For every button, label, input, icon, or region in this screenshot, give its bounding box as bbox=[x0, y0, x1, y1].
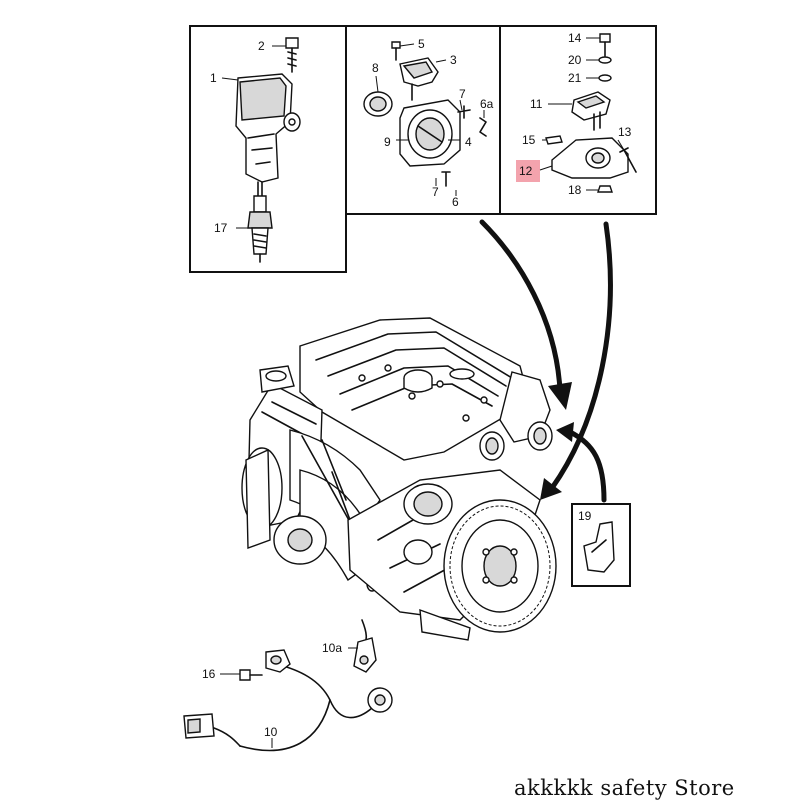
callout-12: 12 bbox=[519, 164, 533, 178]
callout-9: 9 bbox=[384, 135, 391, 149]
callout-3: 3 bbox=[450, 53, 457, 67]
callout-6a: 6a bbox=[480, 97, 494, 111]
dowel-pin bbox=[545, 135, 563, 145]
spark-plug bbox=[247, 195, 273, 263]
sensor-bolt bbox=[599, 33, 611, 57]
coil-bolt bbox=[285, 37, 299, 73]
callout-10: 10 bbox=[264, 725, 278, 739]
throttle-body bbox=[399, 99, 461, 167]
callout-10a: 10a bbox=[322, 641, 342, 655]
camshaft-sensor bbox=[571, 91, 611, 131]
throttle-bolt-lower bbox=[441, 171, 451, 187]
store-watermark: akkkkk safety Store bbox=[514, 776, 735, 800]
throttle-bolt-upper bbox=[457, 105, 471, 119]
callout-7b: 7 bbox=[432, 185, 439, 199]
idle-valve bbox=[363, 91, 393, 117]
callout-4: 4 bbox=[465, 135, 472, 149]
o-ring bbox=[598, 74, 612, 82]
ignition-coil bbox=[235, 73, 301, 197]
sensor-bracket bbox=[551, 137, 629, 179]
knock-sensor-upper bbox=[265, 649, 291, 673]
callout-20: 20 bbox=[568, 53, 582, 67]
callout-1: 1 bbox=[210, 71, 217, 85]
callout-18: 18 bbox=[568, 183, 582, 197]
knock-sensor-lower bbox=[367, 687, 393, 713]
pointer-arrow-bracket bbox=[556, 422, 607, 503]
harness-connector bbox=[183, 713, 215, 739]
detail-box-camshaft-sensor bbox=[499, 25, 657, 215]
part-12-highlight bbox=[516, 160, 540, 182]
callout-6: 6 bbox=[452, 195, 459, 209]
pointer-arrow-sensor bbox=[540, 221, 613, 500]
sensor-screw bbox=[391, 41, 401, 61]
washer bbox=[598, 56, 612, 64]
callout-7a: 7 bbox=[459, 87, 466, 101]
callout-11: 11 bbox=[530, 97, 543, 111]
throttle-gasket bbox=[479, 117, 487, 137]
callout-8: 8 bbox=[372, 61, 379, 75]
callout-21: 21 bbox=[568, 71, 582, 85]
callout-14: 14 bbox=[568, 31, 582, 45]
engine-block bbox=[241, 317, 557, 641]
bracket-nut bbox=[597, 185, 613, 193]
callout-16: 16 bbox=[202, 667, 216, 681]
callout-15: 15 bbox=[522, 133, 536, 147]
harness-bolt bbox=[239, 669, 263, 681]
pointer-arrow-throttle bbox=[479, 219, 572, 410]
knock-sensor-10a bbox=[353, 637, 377, 673]
mounting-bracket bbox=[583, 521, 615, 573]
callout-5: 5 bbox=[418, 37, 425, 51]
callout-19: 19 bbox=[578, 509, 592, 523]
callout-2: 2 bbox=[258, 39, 265, 53]
callout-17: 17 bbox=[214, 221, 228, 235]
throttle-sensor bbox=[399, 57, 439, 101]
callout-13: 13 bbox=[618, 125, 632, 139]
knock-sensor-harness bbox=[213, 619, 373, 752]
